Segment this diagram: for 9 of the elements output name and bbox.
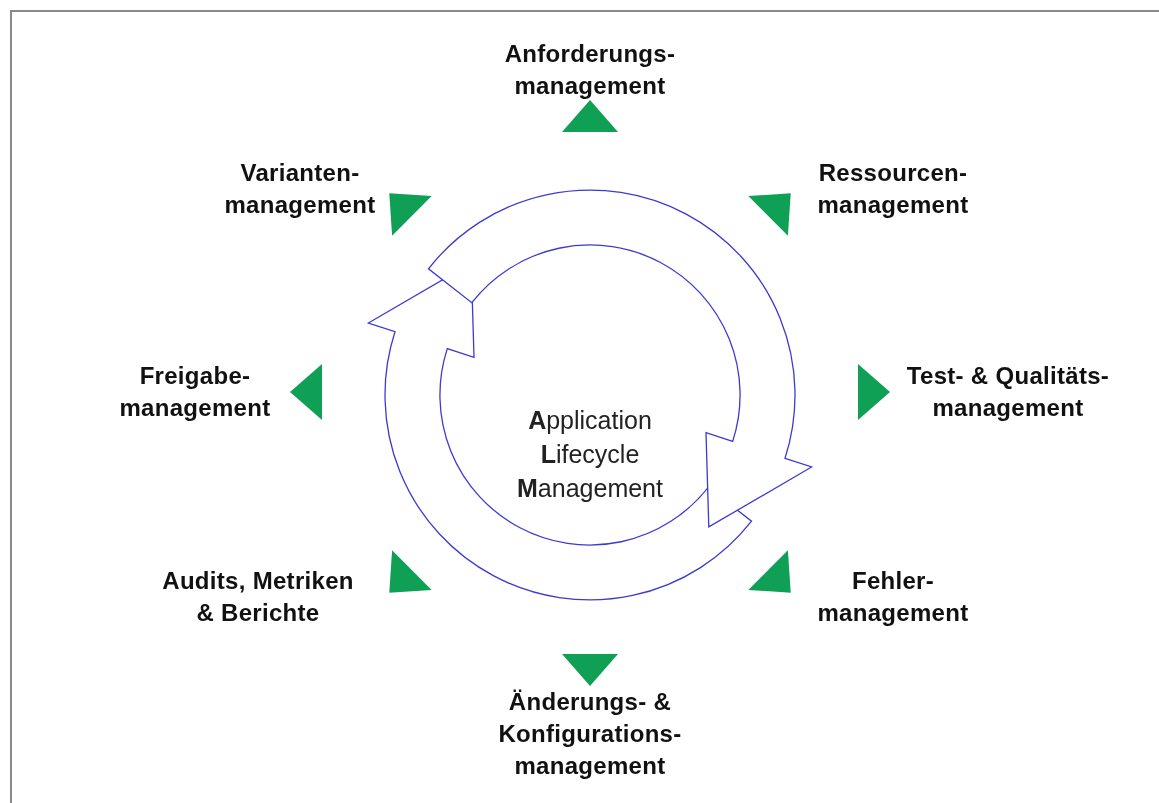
area-label: Audits, Metriken & Berichte bbox=[161, 566, 355, 628]
area-label: Varianten- management bbox=[223, 158, 377, 220]
area-label: Änderungs- & Konfigurations- management bbox=[497, 687, 683, 781]
area-label: Ressourcen- management bbox=[816, 158, 970, 220]
center-title: Application Lifecycle Management bbox=[516, 405, 664, 504]
area-label: Anforderungs- management bbox=[503, 39, 677, 101]
area-label: Freigabe- management bbox=[118, 361, 272, 423]
area-label: Test- & Qualitäts- management bbox=[905, 361, 1111, 423]
area-label: Fehler- management bbox=[816, 566, 970, 628]
